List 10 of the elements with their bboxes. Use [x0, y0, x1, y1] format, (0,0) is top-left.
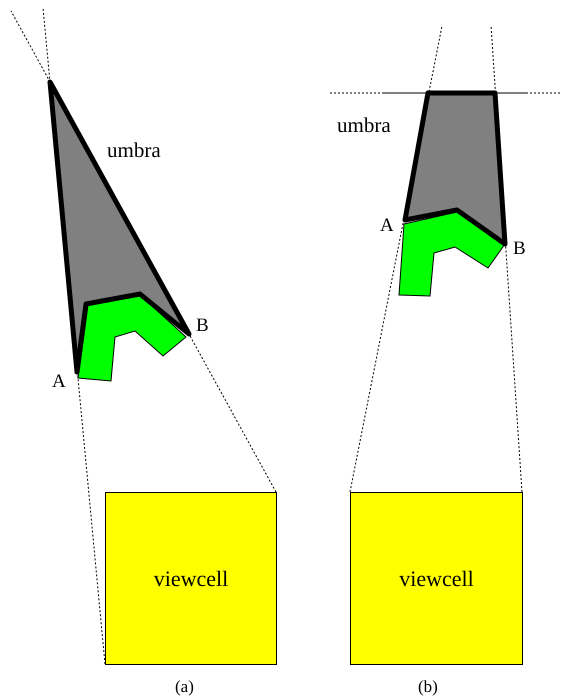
- point-label: B: [196, 316, 209, 335]
- viewcell-box: viewcell: [350, 492, 523, 665]
- region-label: umbra: [107, 140, 161, 161]
- point-label: A: [52, 372, 66, 391]
- point-label: A: [380, 216, 394, 235]
- viewcell-box: viewcell: [105, 492, 277, 665]
- panel-caption: (a): [175, 678, 194, 695]
- panel-caption: (b): [418, 678, 438, 695]
- point-label: B: [513, 239, 526, 258]
- region-label: umbra: [337, 115, 391, 136]
